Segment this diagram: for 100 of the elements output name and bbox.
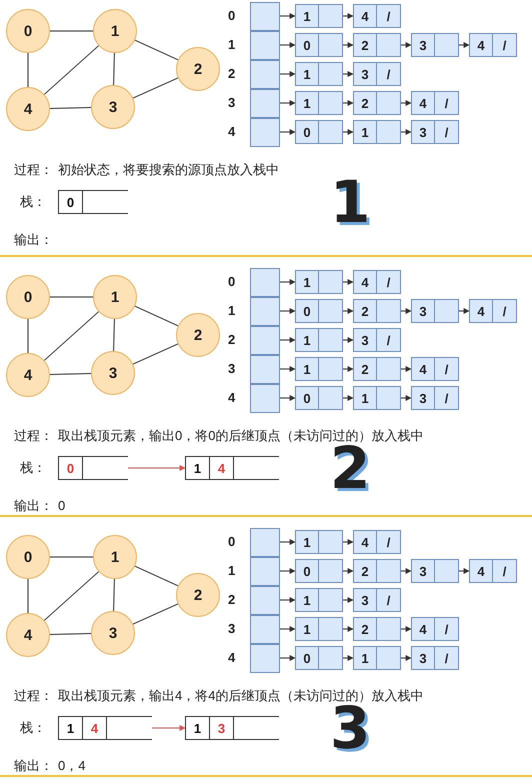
stack-box <box>185 716 279 740</box>
arrow <box>280 13 296 19</box>
list-node <box>295 588 343 612</box>
list-node <box>411 120 459 144</box>
vertex-circle <box>6 9 50 53</box>
graph-edge <box>50 30 94 32</box>
vertex-label: 1 <box>110 22 120 40</box>
node-value: 0 <box>303 304 311 318</box>
node-value: 1 <box>303 332 311 348</box>
list-node <box>295 328 343 352</box>
list-node <box>353 646 401 670</box>
arrow <box>342 539 354 545</box>
vertex-label: 1 <box>110 288 120 306</box>
arrow <box>458 568 470 574</box>
node-value: 1 <box>303 534 311 550</box>
null-pointer: / <box>444 362 448 376</box>
node-value: 4 <box>477 564 485 578</box>
list-node <box>353 91 401 115</box>
list-node <box>411 33 459 57</box>
vertex-label: 4 <box>24 366 32 384</box>
list-node <box>353 357 401 381</box>
list-node <box>469 33 517 57</box>
list-node <box>295 62 343 86</box>
graph-edge <box>132 77 178 99</box>
node-value: 4 <box>419 96 427 110</box>
stack-value: 0 <box>66 194 74 210</box>
vertex-label: 3 <box>108 98 118 116</box>
array-cell <box>250 2 280 30</box>
arrow <box>342 100 354 106</box>
vertex-circle <box>91 611 135 655</box>
arrow <box>342 42 354 48</box>
node-value: 4 <box>361 534 369 550</box>
arrow <box>400 366 412 372</box>
graph-edge <box>113 578 115 612</box>
step-description: 初始状态，将要搜索的源顶点放入栈中 <box>58 162 279 178</box>
field-label: 过程： <box>14 162 53 178</box>
row-index: 1 <box>228 37 236 53</box>
vertex-label: 1 <box>110 548 120 566</box>
array-cell <box>250 268 280 296</box>
row-index: 3 <box>228 621 236 637</box>
node-value: 1 <box>303 274 311 290</box>
list-node <box>353 530 401 554</box>
step-number: 1 <box>330 171 370 233</box>
field-label: 栈： <box>20 460 46 476</box>
output-value: 0，4 <box>58 758 86 774</box>
vertex-circle <box>176 47 220 91</box>
node-value: 1 <box>303 592 311 608</box>
stack-value: 1 <box>194 720 202 736</box>
node-value: 3 <box>361 66 369 82</box>
stack-box <box>58 456 128 480</box>
list-node <box>295 530 343 554</box>
arrow <box>400 100 412 106</box>
graph-edge <box>44 571 100 621</box>
stack-box <box>185 456 279 480</box>
stack-value: 1 <box>66 720 74 736</box>
arrow <box>280 100 296 106</box>
graph-edge <box>50 556 94 558</box>
field-label: 输出： <box>14 758 53 774</box>
list-node <box>353 328 401 352</box>
list-node <box>353 62 401 86</box>
stack-value: 0 <box>66 460 74 476</box>
node-value: 3 <box>419 124 427 140</box>
list-node <box>411 559 459 583</box>
node-value: 4 <box>477 38 485 52</box>
null-pointer: / <box>502 38 506 52</box>
vertex-label: 0 <box>24 22 32 40</box>
null-pointer: / <box>386 534 390 550</box>
null-pointer: / <box>386 8 390 24</box>
null-pointer: / <box>386 592 390 608</box>
arrow <box>280 366 296 372</box>
vertex-label: 0 <box>24 548 32 566</box>
arrow <box>400 42 412 48</box>
arrow <box>280 539 296 545</box>
arrow <box>400 655 412 661</box>
graph-edge <box>44 45 100 95</box>
vertex-label: 4 <box>24 626 32 644</box>
vertex-circle <box>176 313 220 357</box>
list-node <box>411 617 459 641</box>
vertex-circle <box>91 85 135 129</box>
list-node <box>353 559 401 583</box>
null-pointer: / <box>386 66 390 82</box>
vertex-label: 3 <box>108 624 118 642</box>
row-index: 4 <box>228 124 236 140</box>
list-node <box>469 559 517 583</box>
arrow <box>280 71 296 77</box>
row-index: 0 <box>228 274 236 290</box>
field-label: 输出： <box>14 232 53 248</box>
node-value: 1 <box>361 390 369 406</box>
list-node <box>295 299 343 323</box>
list-node <box>295 33 343 57</box>
field-label: 栈： <box>20 194 46 210</box>
arrow <box>400 395 412 401</box>
arrow <box>458 308 470 314</box>
list-node <box>353 4 401 28</box>
arrow <box>280 597 296 603</box>
arrow <box>342 308 354 314</box>
node-value: 2 <box>361 96 369 110</box>
arrow <box>342 337 354 343</box>
graph-edge <box>132 343 178 365</box>
graph-edge <box>134 306 178 326</box>
